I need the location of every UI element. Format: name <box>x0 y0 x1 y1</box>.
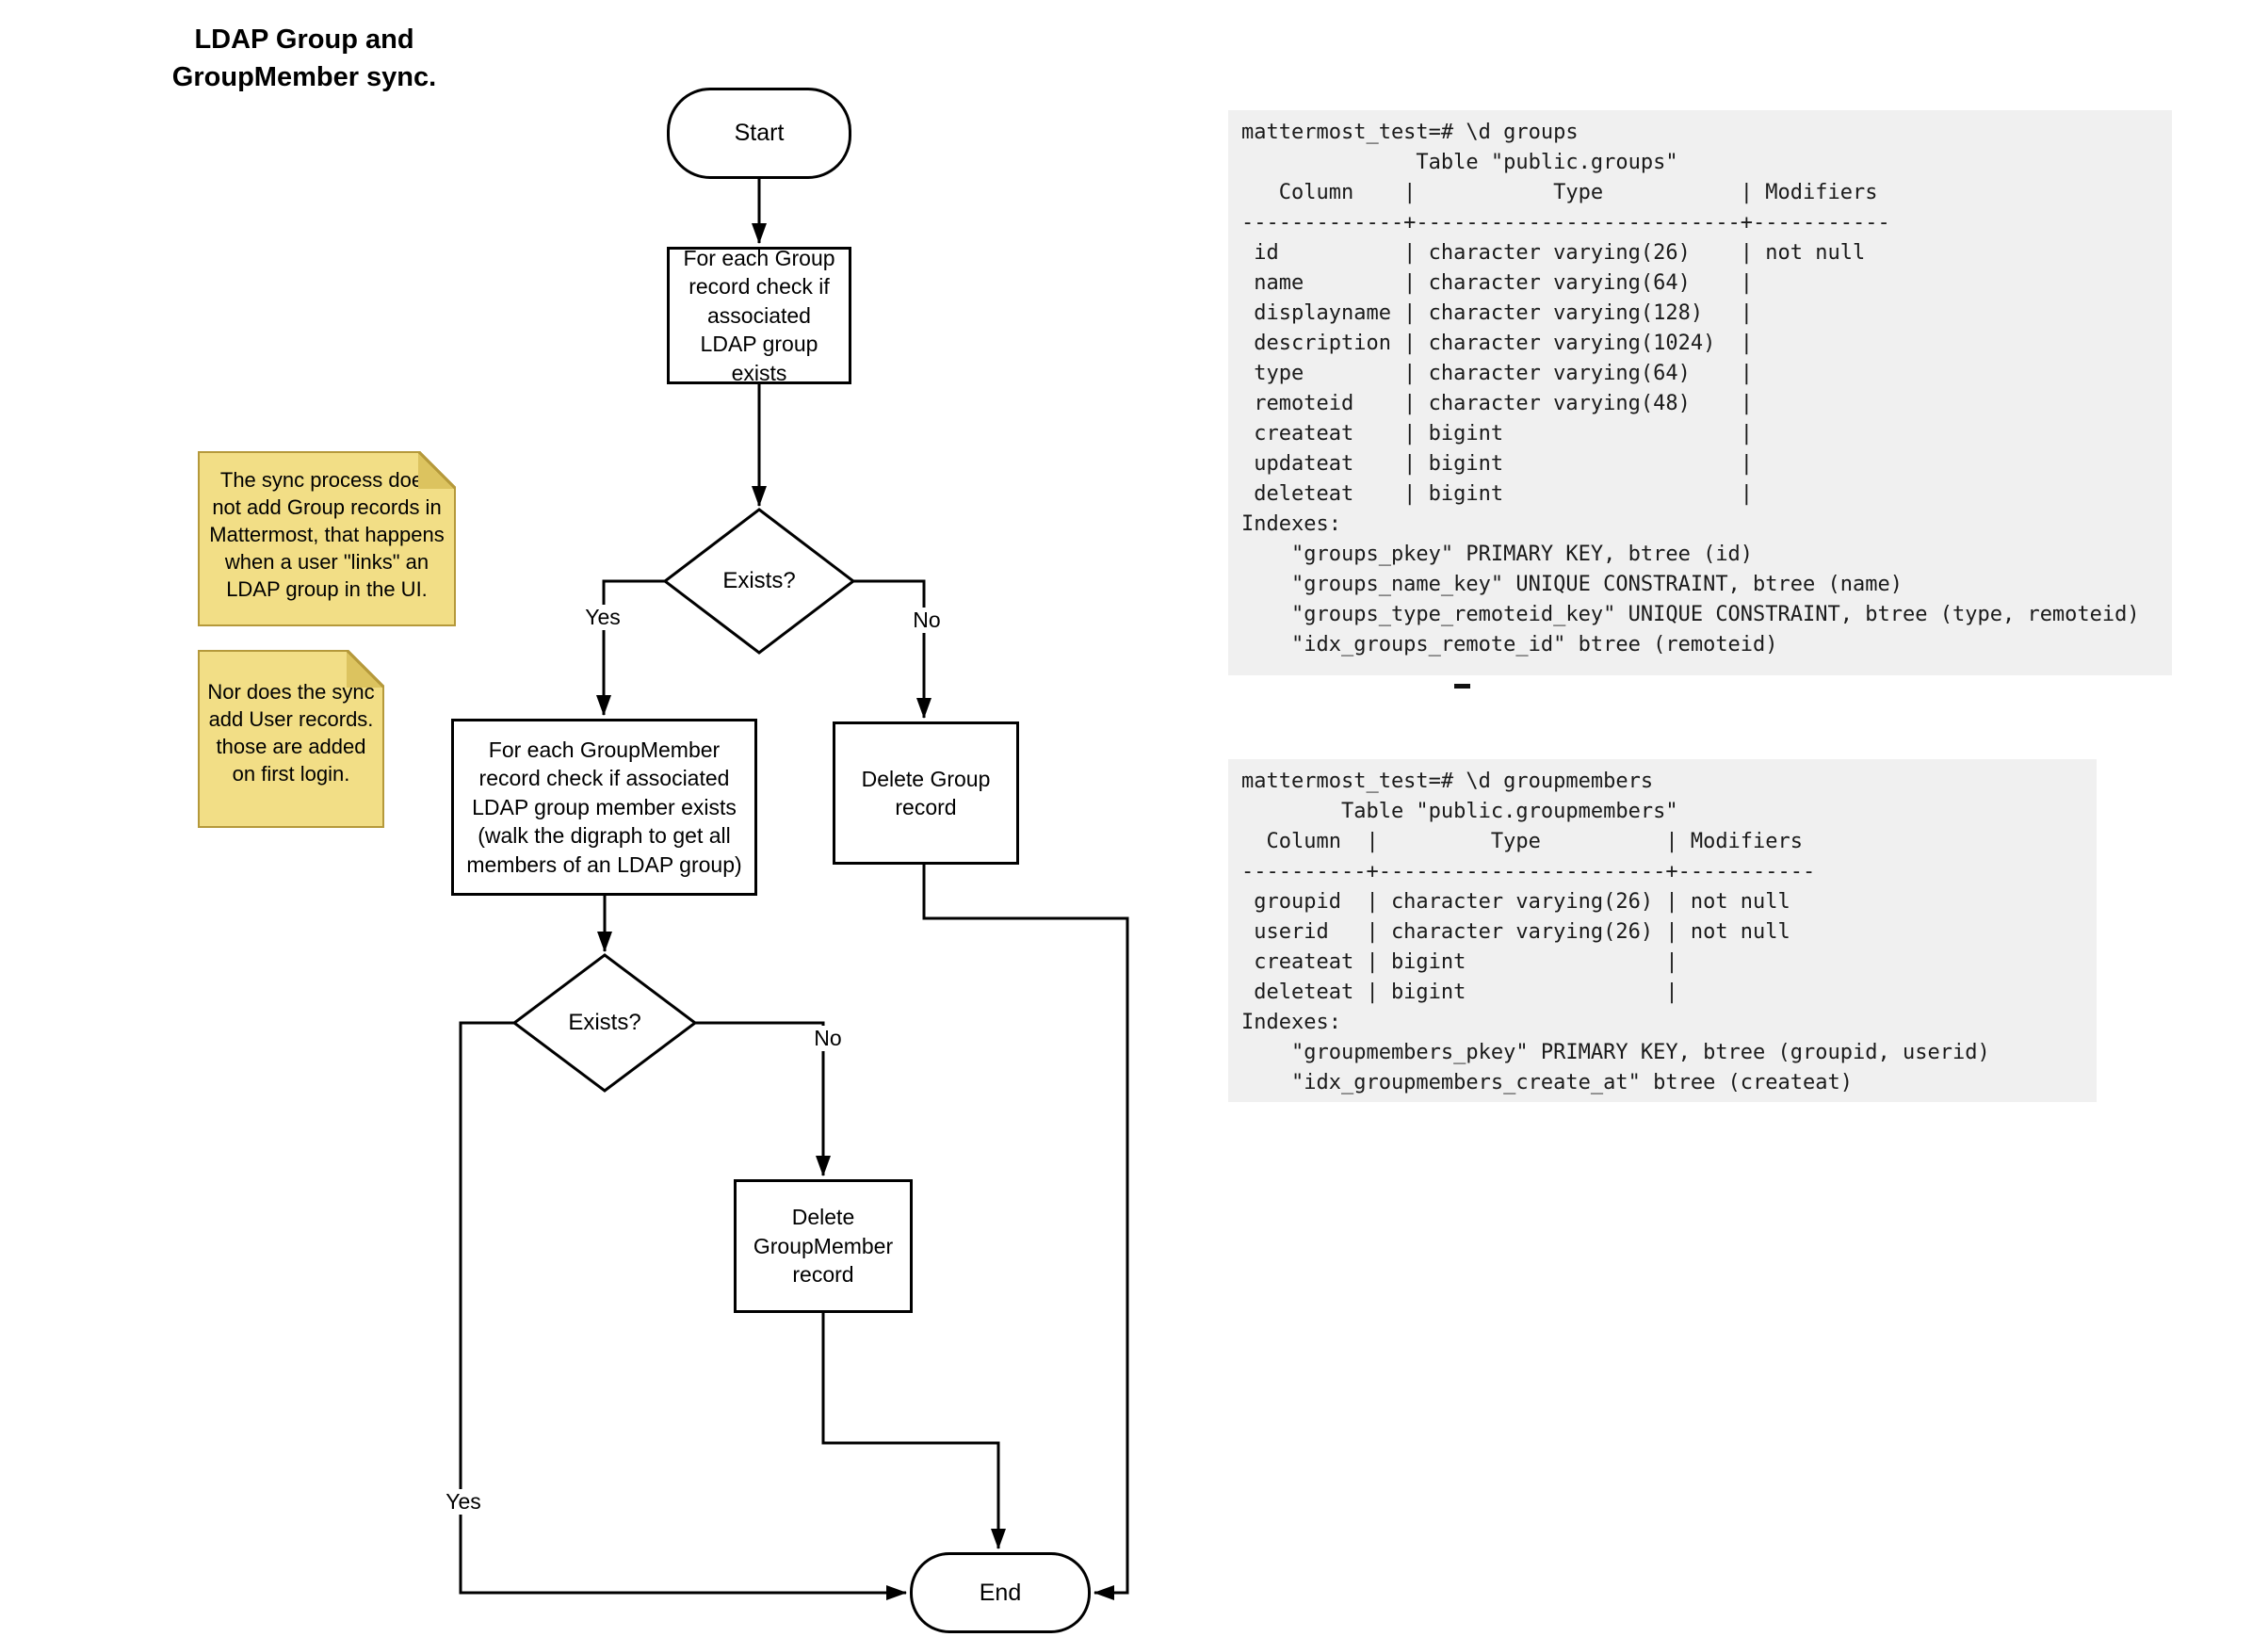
decision-exists-2-shape <box>511 953 698 1093</box>
node-end-label: End <box>979 1579 1022 1606</box>
terminal-cursor-dash <box>1454 684 1470 689</box>
node-delete-group-label: Delete Group record <box>861 766 991 819</box>
decision-exists-1-label: Exists? <box>722 568 796 593</box>
edge-label-yes-1: Yes <box>575 605 630 630</box>
note-fold-corner-icon <box>347 650 384 688</box>
node-check-member: For each GroupMember record check if ass… <box>451 719 757 896</box>
node-delete-member: Delete GroupMember record <box>734 1179 913 1313</box>
node-check-group-label: For each Group record check if associate… <box>683 246 835 385</box>
connector-delete-member-to-end <box>821 1313 1006 1549</box>
node-check-member-label: For each GroupMember record check if ass… <box>466 737 742 877</box>
connector-decision2-yes-to-end <box>459 1021 907 1600</box>
node-start: Start <box>667 88 851 179</box>
connector-decision1-no <box>853 579 932 719</box>
decision-exists-2-label: Exists? <box>568 1010 641 1035</box>
note-sync-users: Nor does the sync add User records. thos… <box>198 650 384 828</box>
node-delete-group: Delete Group record <box>833 721 1019 865</box>
node-check-group: For each Group record check if associate… <box>667 246 851 385</box>
note-fold-corner-icon <box>418 451 456 489</box>
terminal-groupmembers-text: mattermost_test=# \d groupmembers Table … <box>1241 770 1990 1094</box>
decision-exists-1-shape <box>662 508 856 655</box>
terminal-groupmembers-output: mattermost_test=# \d groupmembers Table … <box>1228 759 2097 1102</box>
edge-label-no-2: No <box>801 1026 855 1051</box>
node-start-label: Start <box>734 120 785 146</box>
connector-decision1-yes <box>596 579 665 716</box>
connector-decision2-no <box>695 1021 831 1176</box>
connector-delete-group-to-end <box>922 865 1129 1600</box>
terminal-groups-text: mattermost_test=# \d groups Table "publi… <box>1241 121 2140 656</box>
terminal-groups-output: mattermost_test=# \d groups Table "publi… <box>1228 110 2172 675</box>
page-title: LDAP Group and GroupMember sync. <box>171 24 437 93</box>
note-sync-groups: The sync process does not add Group reco… <box>198 451 456 626</box>
note-sync-users-text: Nor does the sync add User records. thos… <box>207 680 375 786</box>
note-sync-groups-text: The sync process does not add Group reco… <box>209 468 445 602</box>
edge-label-no-1: No <box>899 608 954 633</box>
node-delete-member-label: Delete GroupMember record <box>753 1205 894 1288</box>
node-end: End <box>910 1552 1091 1633</box>
edge-label-yes-2: Yes <box>436 1489 491 1515</box>
